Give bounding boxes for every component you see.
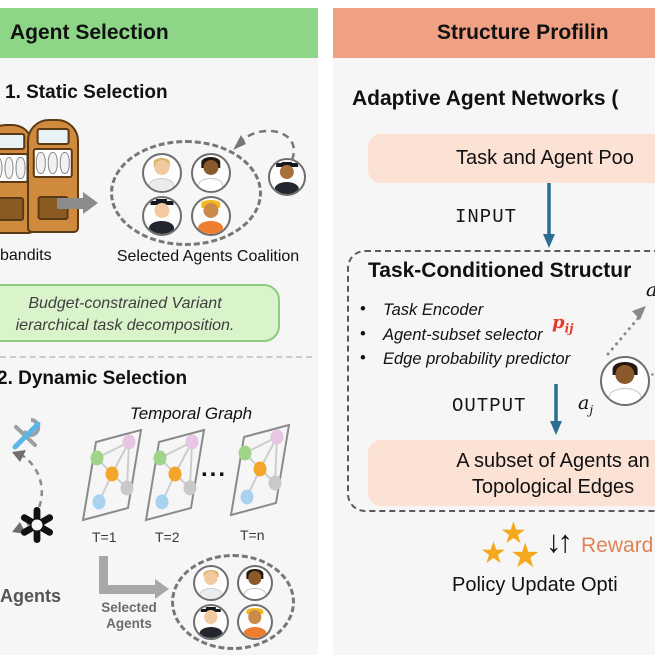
adaptive-networks-subtitle: Adaptive Agent Networks ( <box>352 87 619 110</box>
input-arrow-icon <box>543 183 555 248</box>
temporal-graph-frame <box>81 428 143 522</box>
edge-probability-label: pij <box>552 312 574 336</box>
t1-label: T=1 <box>92 529 117 545</box>
agent-avatar-grad <box>193 603 229 640</box>
agent-j-avatar <box>600 356 650 406</box>
agent-avatar-worker <box>190 195 231 236</box>
input-label: INPUT <box>455 206 518 228</box>
agent-avatar-doctor <box>237 564 273 601</box>
reward-stars-icon: ★ ★ ★ <box>480 517 541 575</box>
slot-machine-icon <box>27 119 79 233</box>
agent-avatar-support <box>193 564 229 601</box>
temporal-graph-label: Temporal Graph <box>129 404 253 423</box>
temporal-graph-frame <box>144 428 206 522</box>
module-title: Task-Conditioned Structur <box>368 259 632 282</box>
output-result-box: A subset of Agents an Topological Edges <box>368 440 655 506</box>
feedback-arrows-icon: ↓↑ <box>546 524 573 559</box>
module-bullets: Task Encoder Agent-subset selector Edge … <box>352 300 570 375</box>
selected-agents-group <box>171 554 295 650</box>
agent-avatar-grad2 <box>268 158 306 196</box>
agent-selection-title: Agent Selection <box>10 21 169 44</box>
agents-label: Agents <box>0 586 62 606</box>
structure-profiling-title: Structure Profilin <box>437 21 609 44</box>
reward-label: Reward <box>581 534 654 557</box>
ellipsis-label: ... <box>201 455 228 482</box>
output-label: OUTPUT <box>452 395 527 417</box>
result-line2: Topological Edges <box>471 476 635 498</box>
tools-icon <box>12 418 41 450</box>
agent-j-label: aj <box>578 392 594 417</box>
agent-avatar-grad <box>141 195 182 236</box>
agent-i-label: a <box>646 279 655 301</box>
task-agent-pool-label: Task and Agent Poo <box>456 147 634 169</box>
t2-label: T=2 <box>155 529 180 545</box>
agent-selection-header: Agent Selection <box>0 8 318 58</box>
agent-avatar-support <box>141 152 182 193</box>
agent-avatar-worker <box>237 603 273 640</box>
section-divider <box>0 356 312 358</box>
selected-agents-coalition <box>110 140 262 246</box>
agent-avatar-doctor <box>600 356 650 406</box>
output-arrow-icon <box>550 384 562 435</box>
note-line2: ierarchical task decomposition. <box>15 317 235 335</box>
variant-note: Budget-constrained Variant ierarchical t… <box>0 284 280 342</box>
agent-avatar-doctor <box>190 152 231 193</box>
tn-label: T=n <box>240 527 265 543</box>
coalition-label: Selected Agents Coalition <box>116 248 300 265</box>
note-line1: Budget-constrained Variant <box>28 295 222 312</box>
selected-agents-label: Selected Agents <box>101 600 157 631</box>
dynamic-selection-title: 2. Dynamic Selection <box>0 368 188 389</box>
bullet-task-encoder: Task Encoder <box>352 300 570 326</box>
bullet-edge-probability-predictor: Edge probability predictor <box>352 349 570 375</box>
edge-probability-arrow-icon <box>606 306 646 356</box>
static-selection-title: 1. Static Selection <box>5 82 168 103</box>
temporal-graph-frame <box>229 423 291 517</box>
result-line1: A subset of Agents an <box>456 450 650 472</box>
join-coalition-arrow-icon <box>233 129 296 161</box>
bullet-agent-subset-selector: Agent-subset selector <box>352 325 570 351</box>
edge-dotted-stub-icon <box>646 370 655 380</box>
task-conditioned-module-box <box>347 250 655 512</box>
policy-update-label: Policy Update Opti <box>452 574 618 596</box>
structure-profiling-header: Structure Profilin <box>333 8 655 58</box>
outside-agent <box>268 158 306 196</box>
task-agent-pool-box: Task and Agent Poo <box>368 134 655 183</box>
openai-logo-icon <box>20 507 54 543</box>
bandits-label: bandits <box>0 247 52 264</box>
